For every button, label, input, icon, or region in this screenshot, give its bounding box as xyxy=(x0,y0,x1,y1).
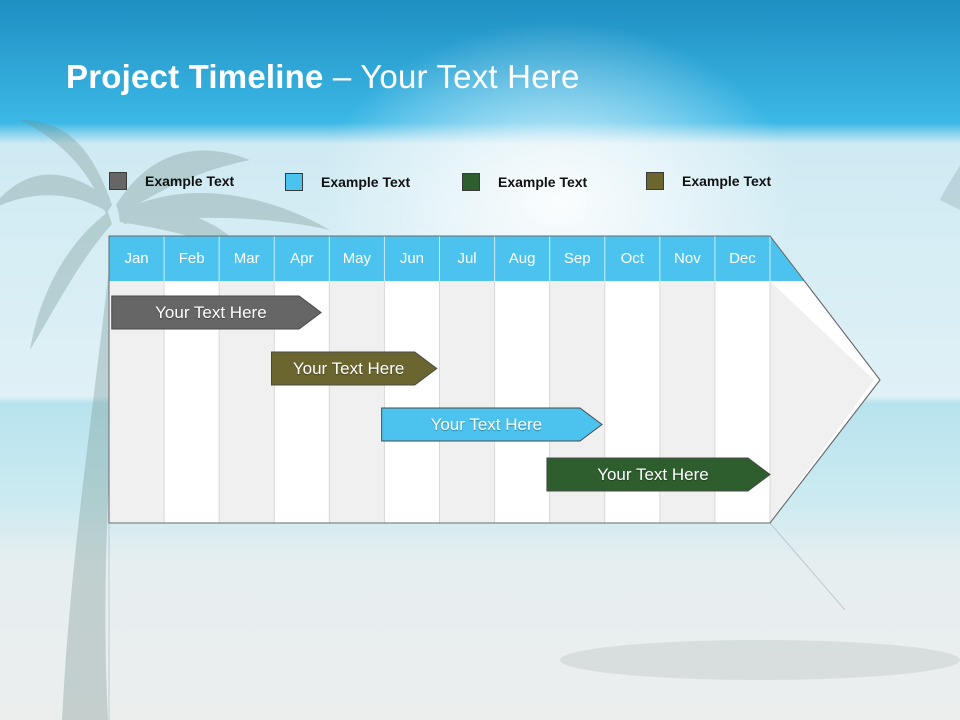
task-bar xyxy=(546,457,771,492)
legend-item-4: Example Text xyxy=(646,171,771,191)
month-label-may: May xyxy=(342,250,372,267)
month-label-jul: Jul xyxy=(457,250,477,267)
month-label-mar: Mar xyxy=(233,250,260,267)
legend-swatch xyxy=(285,173,303,191)
task-bar-label: Your Text Here xyxy=(430,415,543,434)
title-bold: Project Timeline xyxy=(66,58,324,95)
task-bar xyxy=(111,295,322,330)
task-bar-label: Your Text Here xyxy=(597,465,709,484)
palm-tree-right-silhouette xyxy=(940,165,960,210)
title-rest: – Your Text Here xyxy=(323,58,580,95)
task-bar xyxy=(270,351,438,386)
month-label-aug: Aug xyxy=(508,250,536,267)
month-column-shade xyxy=(439,281,495,523)
reflection-line xyxy=(769,522,846,611)
legend-label: Example Text xyxy=(498,174,588,190)
legend-label: Example Text xyxy=(145,173,235,189)
month-label-sep: Sep xyxy=(563,250,591,267)
arrow-tip-fill xyxy=(770,281,874,522)
month-label-jan: Jan xyxy=(124,250,149,267)
legend-swatch xyxy=(462,173,480,191)
page-title: Project Timeline – Your Text Here xyxy=(66,58,580,96)
task-bar-label: Your Text Here xyxy=(292,359,405,378)
legend-swatch xyxy=(646,172,664,190)
month-label-oct: Oct xyxy=(620,250,644,267)
month-label-jun: Jun xyxy=(399,250,425,267)
legend-item-1: Example Text xyxy=(109,171,234,191)
task-bar-label: Your Text Here xyxy=(155,303,267,322)
month-label-feb: Feb xyxy=(178,250,205,267)
month-label-apr: Apr xyxy=(290,250,314,267)
legend-label: Example Text xyxy=(682,173,772,189)
legend-label: Example Text xyxy=(321,174,411,190)
task-bar xyxy=(381,407,603,442)
legend-item-2: Example Text xyxy=(285,172,410,192)
month-label-dec: Dec xyxy=(729,250,756,267)
month-label-nov: Nov xyxy=(674,250,701,267)
legend-swatch xyxy=(109,172,127,190)
legend-item-3: Example Text xyxy=(462,172,587,192)
month-column-shade xyxy=(329,281,385,523)
sand-shadow xyxy=(560,640,960,680)
timeline-outline xyxy=(108,235,881,524)
